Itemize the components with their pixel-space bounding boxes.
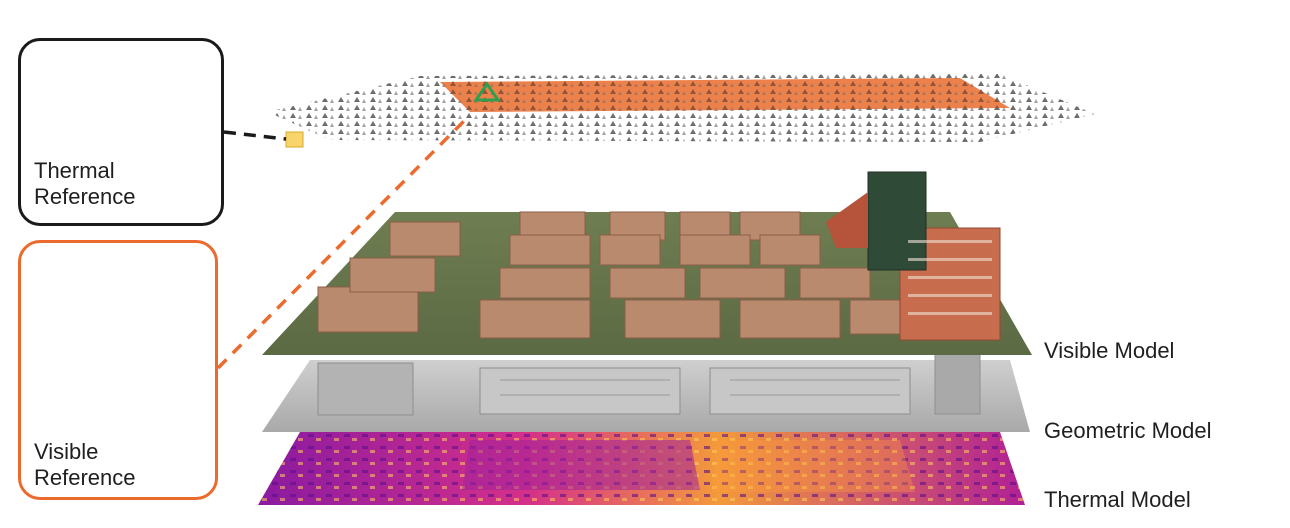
thermal-camera-marker <box>286 132 303 147</box>
thermal-model-layer <box>258 432 1025 505</box>
geometric-model-label: Geometric Model <box>1044 418 1212 444</box>
thermal-reference-label-text: Thermal Reference <box>34 158 136 209</box>
thermal-reference-label: Thermal Reference <box>34 158 184 210</box>
thermal-model-label: Thermal Model <box>1044 487 1191 513</box>
visible-reference-label: Visible Reference <box>34 439 184 491</box>
visible-model-label: Visible Model <box>1044 338 1174 364</box>
geometric-model-layer <box>262 352 1030 432</box>
visible-reference-panel: Visible Reference <box>18 240 218 500</box>
visible-reference-label-text: Visible Reference <box>34 439 136 490</box>
camera-point-cloud <box>268 74 1095 147</box>
thermal-reference-panel: Thermal Reference <box>18 38 224 226</box>
visible-model-layer <box>262 172 1032 355</box>
